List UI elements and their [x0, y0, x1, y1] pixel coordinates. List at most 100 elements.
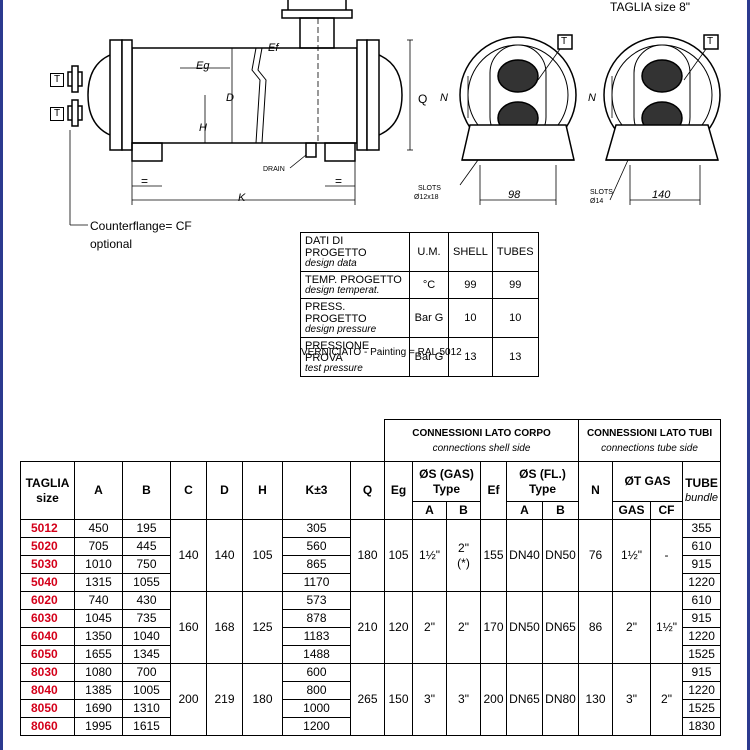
right-support	[324, 142, 356, 162]
cell-a: 450	[74, 519, 123, 538]
design-header-shell: SHELL	[448, 232, 493, 272]
design-row-tubes: 13	[491, 337, 539, 377]
cell-k: 305	[282, 519, 351, 538]
header-h: H	[242, 461, 283, 520]
cell-cf: -	[650, 519, 683, 592]
cell-k: 1200	[282, 717, 351, 736]
cell-q: 210	[350, 591, 385, 664]
cell-a: 1350	[74, 627, 123, 646]
slots-left-label: SLOTS	[418, 185, 441, 192]
left-head	[87, 54, 111, 136]
header-s-gas: ØS (GAS)Type	[412, 461, 481, 502]
sub-gas-b: B	[446, 501, 481, 520]
header-eg: Eg	[384, 461, 413, 520]
cell-tube: 610	[681, 537, 722, 556]
cell-cf: 1½"	[650, 591, 683, 664]
cell-tube: 915	[681, 609, 722, 628]
cell-tube: 915	[681, 663, 722, 682]
cell-n: 86	[578, 591, 613, 664]
dim-h: H	[199, 122, 207, 134]
cell-gas-b-value: 2"	[458, 620, 469, 634]
cell-h: 180	[242, 663, 283, 736]
cell-a: 705	[74, 537, 123, 556]
cell-k: 1488	[282, 645, 351, 664]
cell-gas-b: 3"	[446, 663, 481, 736]
dim-n-right: N	[588, 92, 596, 104]
header-q: Q	[350, 461, 385, 520]
cell-gas-a: 2"	[412, 591, 447, 664]
slots-right-size: Ø14	[590, 198, 604, 205]
cell-q: 180	[350, 519, 385, 592]
cell-b: 700	[122, 663, 171, 682]
cell-eg: 150	[384, 663, 413, 736]
header-d: D	[206, 461, 243, 520]
cell-d: 140	[206, 519, 243, 592]
cell-k: 1170	[282, 573, 351, 592]
cell-cf: 2"	[650, 663, 683, 736]
dims-group-row: CONNESSIONI LATO CORPO connections shell…	[21, 419, 722, 462]
size-label: TAGLIA size 8"	[610, 0, 691, 14]
cell-b: 430	[122, 591, 171, 610]
cell-size: 8040	[20, 681, 75, 700]
end-view-left-support	[461, 124, 575, 161]
cell-fl-a: DN40	[506, 519, 543, 592]
cell-size: 6040	[20, 627, 75, 646]
painting-note: VERNICIATO - Painting = RAL 5012	[301, 347, 462, 358]
design-header-row: DATI DI PROGETTO design data U.M. SHELL …	[300, 232, 539, 272]
sub-fl-b: B	[542, 501, 579, 520]
cell-k: 573	[282, 591, 351, 610]
slots-left-size: Ø12x18	[414, 194, 439, 201]
cell-tube: 1220	[681, 627, 722, 646]
cell-gas-b: 2"	[446, 591, 481, 664]
technical-drawing	[67, 0, 721, 226]
dims-subheader-row: A B A B GAS CF	[21, 501, 721, 520]
header-cf: CF	[650, 501, 683, 520]
t-marker-bottom: T	[50, 107, 64, 121]
cell-t-gas: 2"	[612, 591, 651, 664]
header-t-gas: ØT GAS	[612, 461, 683, 502]
dimensions-table: CONNESSIONI LATO CORPO connections shell…	[20, 419, 722, 736]
design-row-tubes: 10	[491, 298, 539, 338]
counterflange-label: Counterflange= CF	[90, 219, 192, 233]
cell-ef: 170	[480, 591, 507, 664]
cell-size: 5040	[20, 573, 75, 592]
t-marker-end-left: T	[561, 36, 568, 47]
cell-size: 5020	[20, 537, 75, 556]
cell-eg: 120	[384, 591, 413, 664]
right-head	[378, 54, 403, 136]
cell-b: 1345	[122, 645, 171, 664]
cell-n: 76	[578, 519, 613, 592]
cell-t-gas: 3"	[612, 663, 651, 736]
left-support	[131, 142, 163, 162]
header-s-fl: ØS (FL.)Type	[506, 461, 579, 502]
cell-size: 6030	[20, 609, 75, 628]
dim-ef: Ef	[268, 42, 279, 54]
cell-size: 8030	[20, 663, 75, 682]
cell-a: 1080	[74, 663, 123, 682]
cell-a: 1655	[74, 645, 123, 664]
cell-ef: 155	[480, 519, 507, 592]
cell-a: 1690	[74, 699, 123, 718]
cell-b: 1055	[122, 573, 171, 592]
cell-n: 130	[578, 663, 613, 736]
cell-gas-b-value: 2"	[458, 540, 469, 555]
cell-fl-b: DN50	[542, 519, 579, 592]
cell-ef: 200	[480, 663, 507, 736]
cell-b: 1310	[122, 699, 171, 718]
header-n: N	[578, 461, 613, 520]
t-marker-top: T	[50, 73, 64, 87]
cell-gas-b-note: (*)	[457, 555, 470, 570]
cell-size: 8060	[20, 717, 75, 736]
cell-k: 800	[282, 681, 351, 700]
cell-gas-b: 2"(*)	[446, 519, 481, 592]
left-flange-2	[121, 39, 133, 151]
design-header-tubes: TUBES	[491, 232, 539, 272]
